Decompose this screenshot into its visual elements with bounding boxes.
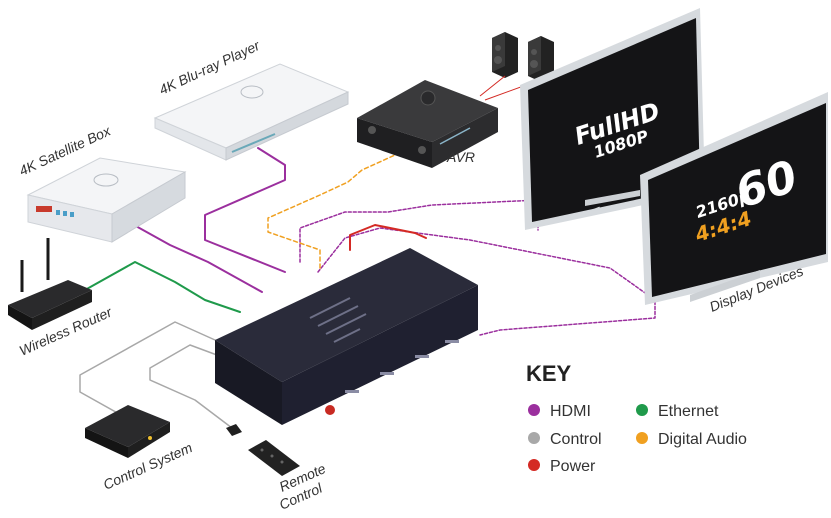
legend-item-ethernet: Ethernet (636, 403, 719, 420)
remote-control-device (248, 440, 300, 476)
legend-item-control: Control (528, 431, 602, 448)
hdmi-cable-bluray (204, 147, 286, 273)
control-cable-remote (149, 344, 233, 429)
ir-receiver (226, 424, 242, 436)
legend-title: KEY (526, 361, 572, 386)
avr-label: AVR (446, 149, 475, 165)
control-system-device (85, 405, 170, 458)
power-cable (349, 224, 427, 251)
hdmi-cable-satellite (124, 219, 263, 293)
legend-swatch-hdmi (528, 404, 540, 416)
display-2160p (640, 92, 828, 305)
legend-swatch-ethernet (636, 404, 648, 416)
control-cable-system (79, 321, 216, 421)
legend-item-power: Power (528, 458, 596, 475)
legend-label-control: Control (550, 431, 602, 448)
speakers (479, 32, 554, 101)
ethernet-cable (84, 261, 241, 313)
legend-item-hdmi: HDMI (528, 403, 591, 420)
legend-item-digital-audio: Digital Audio (636, 431, 747, 448)
avr (357, 80, 498, 168)
hdmi-matrix-switch (215, 248, 478, 425)
hdmi-cable-display-2 (317, 227, 656, 336)
legend-swatch-control (528, 432, 540, 444)
legend-swatch-power (528, 459, 540, 471)
digital-audio-cable (267, 154, 396, 269)
legend-label-hdmi: HDMI (550, 403, 591, 420)
legend-label-ethernet: Ethernet (658, 403, 719, 420)
wireless-router (8, 238, 92, 330)
hdmi-cable-display-1 (299, 199, 539, 263)
legend-swatch-digital-audio (636, 432, 648, 444)
legend-label-power: Power (550, 458, 596, 475)
satellite-box (26, 157, 187, 243)
legend: KEY HDMI Control Power Ethernet Digital … (526, 361, 747, 475)
legend-label-digital-audio: Digital Audio (658, 431, 747, 448)
bluray-player (153, 63, 350, 161)
